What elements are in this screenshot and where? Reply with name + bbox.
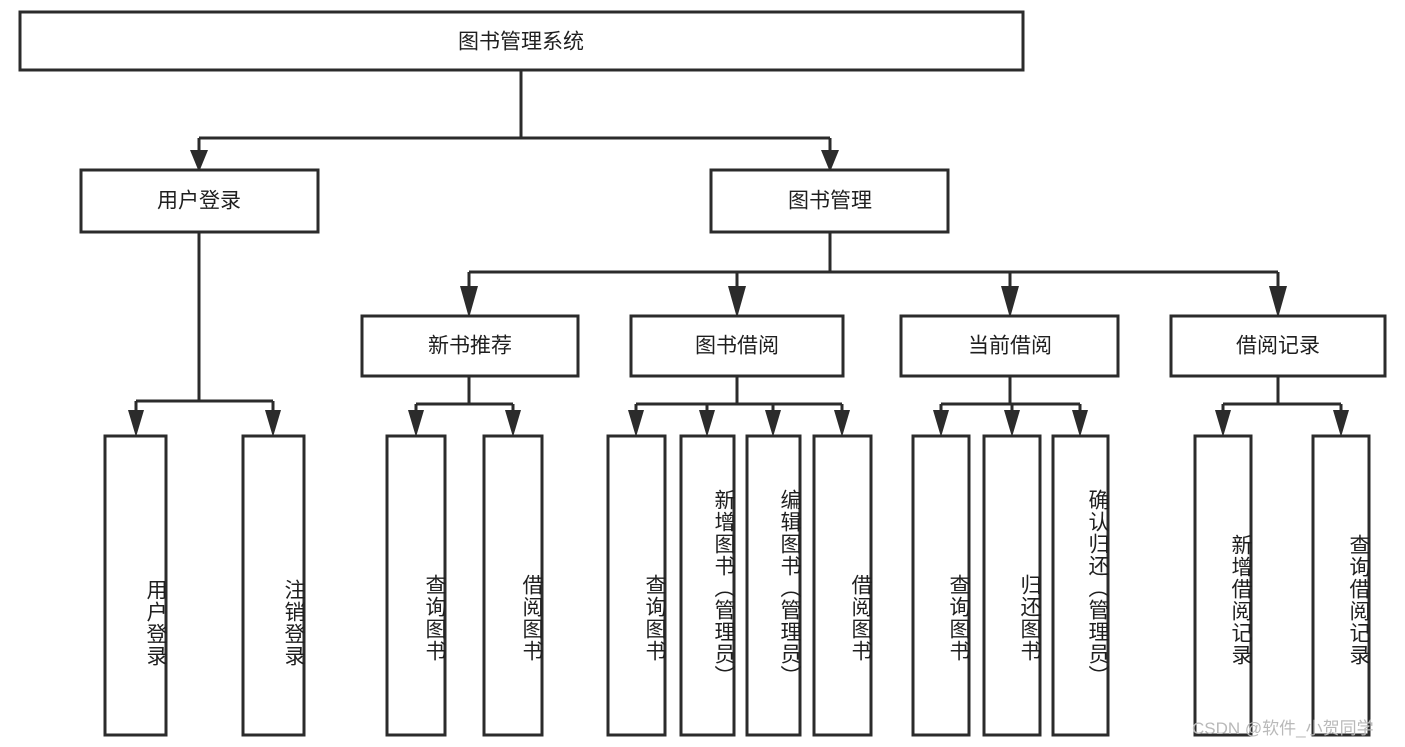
- edge-root-trunk: [197, 70, 832, 152]
- leaf-box-layer: [103, 434, 1371, 737]
- edge-bookborrow-trunk: [634, 376, 844, 412]
- node-book-manage-label: 图书管理: [788, 190, 872, 213]
- node-new-book-rec-label: 新书推荐: [428, 335, 512, 358]
- edge-newbookrec-trunk: [414, 376, 515, 412]
- arrow-bookborrow-to-leaf-add-book: [699, 410, 715, 437]
- arrow-bookborrow-to-leaf-query-book: [628, 410, 644, 437]
- edge-userlogin-trunk: [134, 232, 275, 412]
- node-leaf-add-borrow-record-box[interactable]: [1193, 434, 1253, 737]
- node-current-borrow-label: 当前借阅: [968, 335, 1052, 358]
- arrow-bookmanage-to-current-borrow: [1001, 286, 1019, 318]
- node-root[interactable]: 图书管理系统: [18, 10, 1025, 72]
- arrow-root-to-book-manage: [821, 150, 839, 172]
- edge-currentborrow-trunk: [939, 376, 1082, 412]
- arrow-bookmanage-to-new-book-rec: [460, 286, 478, 318]
- arrow-root-to-user-login: [190, 150, 208, 172]
- arrow-borrowrecord-to-leaf-query-record: [1333, 410, 1349, 437]
- node-current-borrow[interactable]: 当前借阅: [899, 314, 1120, 378]
- node-user-login-box[interactable]: [79, 168, 320, 234]
- node-user-login-label: 用户登录: [157, 190, 241, 213]
- node-leaf-borrow-book-2-box[interactable]: [812, 434, 873, 737]
- node-leaf-logout-login-box[interactable]: [241, 434, 306, 737]
- edge-borrowrecord-trunk: [1221, 376, 1343, 412]
- node-new-book-rec-box[interactable]: [360, 314, 580, 378]
- node-leaf-borrow-book-1-box[interactable]: [482, 434, 544, 737]
- node-leaf-edit-book-admin-box[interactable]: [745, 434, 802, 737]
- arrow-newbookrec-to-leaf-borrow-book: [505, 410, 521, 437]
- node-user-login[interactable]: 用户登录: [79, 168, 320, 234]
- node-leaf-query-book-3-box[interactable]: [911, 434, 971, 737]
- node-leaf-return-book-box[interactable]: [982, 434, 1042, 737]
- node-leaf-confirm-return-admin-box[interactable]: [1051, 434, 1110, 737]
- arrow-userlogin-to-leaf-user-login: [128, 410, 144, 437]
- arrow-newbookrec-to-leaf-query-book: [408, 410, 424, 437]
- node-current-borrow-box[interactable]: [899, 314, 1120, 378]
- node-borrow-record-label: 借阅记录: [1236, 335, 1320, 358]
- node-leaf-query-book-1-box[interactable]: [385, 434, 447, 737]
- node-root-label: 图书管理系统: [458, 31, 584, 54]
- connector-layer: [128, 70, 1349, 437]
- arrow-userlogin-to-leaf-logout-login: [265, 410, 281, 437]
- edge-bookmanage-trunk: [467, 232, 1280, 288]
- arrow-currentborrow-to-leaf-query-book: [933, 410, 949, 437]
- node-book-manage[interactable]: 图书管理: [709, 168, 950, 234]
- node-book-manage-box[interactable]: [709, 168, 950, 234]
- arrow-bookborrow-to-leaf-borrow-book: [834, 410, 850, 437]
- arrow-bookmanage-to-book-borrow: [728, 286, 746, 318]
- node-root-box[interactable]: [18, 10, 1025, 72]
- node-leaf-user-login-box[interactable]: [103, 434, 168, 737]
- node-leaf-query-borrow-record-box[interactable]: [1311, 434, 1371, 737]
- arrow-currentborrow-to-leaf-return-book: [1004, 410, 1020, 437]
- node-book-borrow[interactable]: 图书借阅: [629, 314, 845, 378]
- node-leaf-add-book-admin-box[interactable]: [679, 434, 736, 737]
- arrow-borrowrecord-to-leaf-add-record: [1215, 410, 1231, 437]
- node-borrow-record[interactable]: 借阅记录: [1169, 314, 1387, 378]
- node-borrow-record-box[interactable]: [1169, 314, 1387, 378]
- node-book-borrow-label: 图书借阅: [695, 335, 779, 358]
- arrow-bookmanage-to-borrow-record: [1269, 286, 1287, 318]
- node-book-borrow-box[interactable]: [629, 314, 845, 378]
- arrow-bookborrow-to-leaf-edit-book: [765, 410, 781, 437]
- node-leaf-query-book-2-box[interactable]: [606, 434, 667, 737]
- arrow-currentborrow-to-leaf-confirm-return: [1072, 410, 1088, 437]
- node-new-book-rec[interactable]: 新书推荐: [360, 314, 580, 378]
